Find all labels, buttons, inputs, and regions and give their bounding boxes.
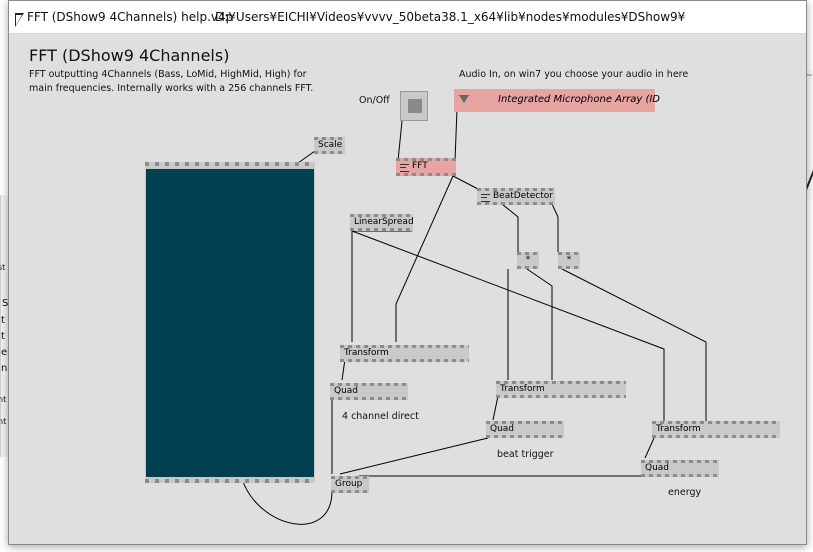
node-quad-2[interactable]: Quad	[486, 421, 564, 438]
link-t3-quad3	[644, 437, 655, 459]
node-transform-1[interactable]: Transform	[340, 345, 469, 362]
patch-canvas[interactable]: FFT (DShow9 4Channels) FFT outputting 4C…	[9, 34, 806, 544]
menu-icon	[400, 164, 409, 172]
link-group-renderer	[241, 478, 333, 525]
link-beat-mul2	[551, 203, 559, 252]
bg-fragment: t	[1, 331, 5, 342]
node-transform-2[interactable]: Transform	[496, 381, 626, 398]
node-label: *	[525, 255, 531, 265]
renderer-view[interactable]	[146, 169, 314, 477]
node-label: FFT	[412, 161, 428, 171]
link-fft-beatdetector	[452, 175, 479, 190]
node-label: *	[566, 255, 572, 265]
comment-beat-trigger: beat trigger	[497, 449, 554, 460]
link-ls-transform2	[351, 230, 665, 421]
node-label: Transform	[500, 384, 545, 394]
link-toggle-fft	[397, 120, 403, 162]
link-mul2-transform3	[561, 268, 707, 421]
renderer-output-pins[interactable]	[145, 479, 315, 483]
node-quad-1[interactable]: Quad	[330, 383, 408, 400]
window-path: D:¥Users¥EICHI¥Videos¥vvvv_50beta38.1_x6…	[215, 10, 686, 24]
node-scale[interactable]: Scale	[314, 137, 345, 154]
bg-fragment: nt	[0, 417, 7, 426]
comment-4-channel-direct: 4 channel direct	[342, 411, 419, 422]
bg-fragment: S	[2, 298, 9, 309]
node-multiply-2[interactable]: *	[558, 252, 580, 269]
node-label: Quad	[334, 386, 359, 396]
window-title: FFT (DShow9 4Channels) help.v4p	[27, 10, 234, 24]
node-multiply-1[interactable]: *	[517, 252, 539, 269]
node-label: Quad	[490, 424, 515, 434]
node-fft[interactable]: FFT	[396, 158, 456, 176]
node-label: Scale	[318, 140, 343, 150]
audio-device-dropdown[interactable]: Integrated Microphone Array (ID	[454, 89, 660, 112]
link-t1-quad1	[341, 358, 346, 381]
bg-fragment: n	[1, 363, 8, 374]
toggle-indicator	[408, 99, 422, 113]
bg-fragment: t	[1, 315, 5, 326]
bg-fragment: e	[1, 347, 8, 358]
node-beatdetector[interactable]: BeatDetector	[477, 188, 555, 205]
node-label: BeatDetector	[493, 191, 553, 201]
bg-right-curve	[805, 74, 813, 191]
node-linearspread[interactable]: LinearSpread	[350, 214, 414, 231]
audio-device-value: Integrated Microphone Array (ID	[498, 94, 660, 105]
node-label: LinearSpread	[354, 217, 414, 227]
node-label: Transform	[656, 424, 701, 434]
node-transform-3[interactable]: Transform	[652, 421, 780, 438]
patch-window: FFT (DShow9 4Channels) help.v4p D:¥Users…	[8, 0, 807, 545]
dropdown-arrow-icon	[459, 95, 469, 103]
link-scale-renderer	[297, 150, 316, 164]
link-enum-fft	[454, 108, 458, 162]
link-beat-mul1	[501, 203, 519, 252]
node-group[interactable]: Group	[331, 476, 369, 493]
link-quad2-group	[339, 437, 489, 475]
background-window-left: st S t t e n nt nt	[0, 195, 9, 457]
title-bar[interactable]: FFT (DShow9 4Channels) help.v4p D:¥Users…	[9, 1, 806, 34]
patch-description-line1: FFT outputting 4Channels (Bass, LoMid, H…	[29, 69, 307, 80]
patch-links	[241, 108, 707, 525]
link-fft-transform1	[395, 175, 454, 342]
menu-icon	[481, 194, 490, 202]
audio-comment: Audio In, on win7 you choose your audio …	[459, 69, 689, 80]
node-label: Quad	[645, 463, 670, 473]
node-label: Group	[335, 479, 363, 489]
renderer-input-pins[interactable]	[145, 162, 315, 166]
onoff-toggle[interactable]	[400, 91, 428, 121]
link-mul1-transform2	[526, 268, 553, 380]
comment-energy: energy	[668, 487, 702, 498]
link-t2-quad2	[492, 395, 499, 421]
renderer-node[interactable]	[145, 162, 315, 483]
node-label: Transform	[344, 348, 389, 358]
onoff-label: On/Off	[359, 95, 390, 106]
bg-fragment: st	[0, 263, 6, 272]
patch-description-line2: main frequencies. Internally works with …	[29, 83, 314, 94]
node-quad-3[interactable]: Quad	[641, 460, 719, 477]
patch-heading: FFT (DShow9 4Channels)	[29, 46, 230, 65]
bg-fragment: nt	[0, 395, 7, 404]
mouse-cursor-icon	[15, 13, 24, 27]
